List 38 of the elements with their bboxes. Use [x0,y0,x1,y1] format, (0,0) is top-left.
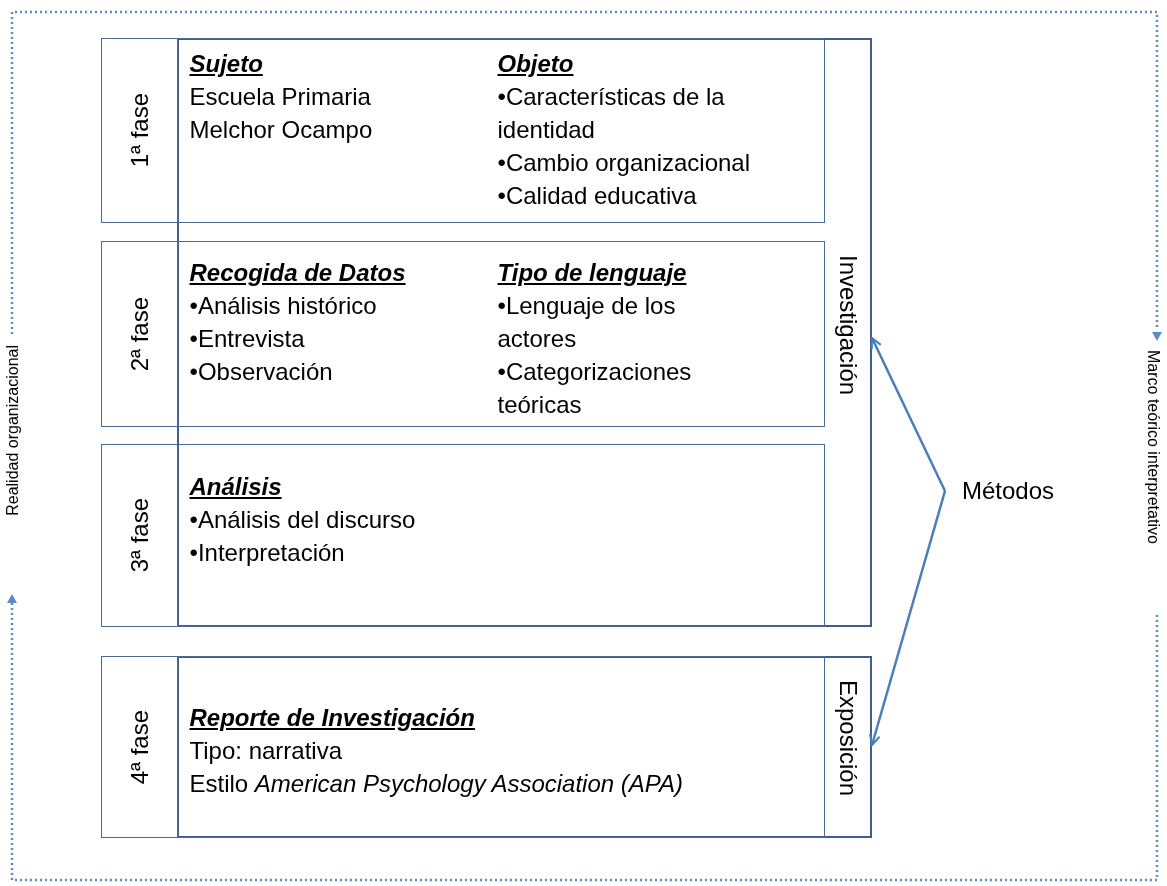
phase-label-box [101,38,178,223]
bullet-item: •Características de la identidad [497,81,726,145]
section-heading: Análisis [189,471,283,502]
phase-box [176,37,825,223]
bullet-item: •Lenguaje de los actores [497,290,677,354]
bullet-item: •Cambio organizacional [497,147,752,178]
phase-label: 2ª fase [125,296,154,372]
stage-label: Exposición [834,680,862,797]
bullet-item: •Análisis del discurso [189,504,417,535]
phase-label-box [101,444,178,627]
section-heading: Objeto [497,48,575,79]
phase-label: 4ª fase [125,709,154,785]
bullet-item: •Categorizaciones teóricas [497,356,693,420]
bullet-item: •Calidad educativa [497,180,698,211]
stage-label: Investigación [834,255,862,396]
bullet-item: •Entrevista [189,323,306,354]
phase-label: 3ª fase [125,498,154,573]
bullet-item: •Interpretación [189,537,346,568]
body-text: Escuela Primaria Melchor Ocampo [189,81,374,145]
side-label: Marco teórico interpretativo [1144,350,1162,544]
section-heading: Recogida de Datos [189,257,407,288]
section-heading: Tipo de lenguaje [497,257,688,288]
arrow [868,490,947,746]
phase-label-box [101,241,178,427]
body-text: Tipo: narrativa [189,735,343,766]
phase-box [176,443,825,627]
phase-box [176,240,825,427]
section-heading: Reporte de Investigación [189,702,476,733]
phase-label-box [101,656,178,838]
methods-label: Métodos [945,474,1055,508]
bullet-item: •Observación [189,356,334,387]
stage-box [177,38,872,627]
bullet-item: •Análisis histórico [189,290,378,321]
phase-label: 1ª fase [125,93,154,168]
arrow [870,337,947,492]
section-heading: Sujeto [189,48,264,79]
body-text: Estilo American Psychology Association (APA) [189,768,685,799]
side-label: Realidad organizacional [4,345,22,516]
